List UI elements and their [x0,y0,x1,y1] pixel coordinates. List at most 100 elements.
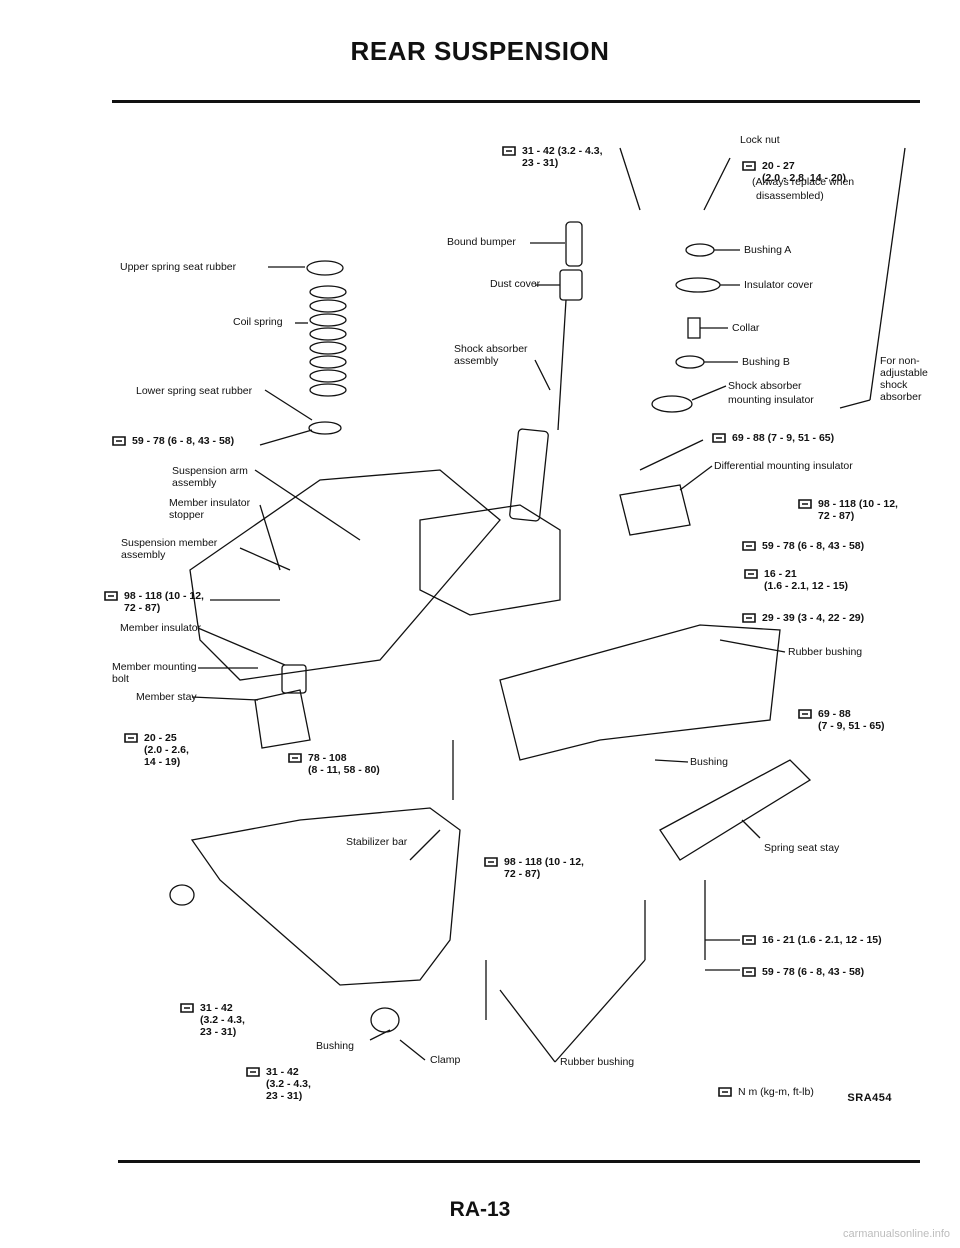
torque-16-bottom: 16 - 21 (1.6 - 2.1, 12 - 15) [742,934,882,947]
wrench-icon [798,709,812,719]
label-shock-absorber-1: Shock absorber [454,343,528,355]
label-lower-spring-seat-rubber: Lower spring seat rubber [136,385,253,397]
top-rule [112,100,920,103]
label-insulator-cover: Insulator cover [744,279,813,291]
torque-78: 78 - 108 (8 - 11, 58 - 80) [288,752,380,776]
insulator-cover-part [675,277,721,293]
label-rubber-bushing-bottom: Rubber bushing [560,1056,635,1068]
wrench-icon [112,436,126,446]
wrench-icon [180,1003,194,1013]
label-suspension-arm-2: assembly [172,477,217,489]
collar-part [687,317,701,339]
label-suspension-member-1: Suspension member [121,537,218,549]
differential-insulator-part [619,484,691,536]
shock-body-part [509,428,549,522]
label-non-adjustable-3: shock [880,379,908,391]
wrench-icon [712,433,726,443]
torque-lock-nut: 20 - 27 (2.0 - 2.8, 14 - 20) [742,160,846,184]
label-suspension-member-2: assembly [121,549,166,561]
bushing-a-part [685,243,715,257]
label-shock-mount-insulator-1: Shock absorber [728,380,802,392]
wrench-icon [742,935,756,945]
left-clamp-part [169,884,195,906]
wrench-icon [484,857,498,867]
spring-seat-stay-part [659,759,812,861]
wrench-icon [742,541,756,551]
label-coil-spring: Coil spring [233,316,283,328]
label-member-insulator-stopper-1: Member insulator [169,497,251,509]
torque-98-left: 98 - 118 (10 - 12, 72 - 87) [104,590,204,614]
shock-rod-part [557,299,567,431]
torque-16-right: 16 - 21 (1.6 - 2.1, 12 - 15) [744,568,848,592]
bottom-clamp-part [370,1007,400,1033]
watermark: carmanualsonline.info [842,1228,950,1240]
bottom-rule [118,1160,920,1163]
label-member-stay: Member stay [136,691,197,703]
torque-98-bottom: 98 - 118 (10 - 12, 72 - 87) [484,856,584,880]
label-bushing-bottom: Bushing [316,1040,354,1052]
label-bound-bumper: Bound bumper [447,236,516,248]
wrench-icon [124,733,138,743]
torque-98-right: 98 - 118 (10 - 12, 72 - 87) [798,498,898,522]
wrench-icon [742,613,756,623]
page-title: REAR SUSPENSION [350,36,610,66]
label-dust-cover: Dust cover [490,278,541,290]
coil-spring-part [309,285,347,397]
label-non-adjustable-2: adjustable [880,367,928,379]
label-bushing-a: Bushing A [744,244,792,256]
member-insulator-part [281,664,307,694]
bushing-b-part [675,355,705,369]
torque-59-left: 59 - 78 (6 - 8, 43 - 58) [112,435,234,448]
wrench-icon [742,967,756,977]
lower-spring-seat-rubber-part [308,421,342,435]
member-stay-part [254,689,311,749]
suspension-member-part [189,469,501,681]
label-collar: Collar [732,322,760,334]
label-disassembled: disassembled) [756,190,824,202]
label-bushing-mid: Bushing [690,756,728,768]
label-rubber-bushing-top: Rubber bushing [788,646,863,658]
wrench-icon [246,1067,260,1077]
label-upper-spring-seat-rubber: Upper spring seat rubber [120,261,237,273]
wrench-icon [742,161,756,171]
label-clamp: Clamp [430,1054,461,1066]
label-spring-seat-stay: Spring seat stay [764,842,840,854]
label-shock-absorber-2: assembly [454,355,499,367]
torque-59-bottom: 59 - 78 (6 - 8, 43 - 58) [742,966,864,979]
wrench-icon [744,569,758,579]
torque-29-right: 29 - 39 (3 - 4, 22 - 29) [742,612,864,625]
torque-59-right: 59 - 78 (6 - 8, 43 - 58) [742,540,864,553]
label-member-mounting-bolt-1: Member mounting [112,661,197,673]
bound-bumper-part [565,221,583,267]
stabilizer-bar-part [190,807,461,986]
wrench-icon [798,499,812,509]
torque-31-bottom: 31 - 42 (3.2 - 4.3, 23 - 31) [246,1066,311,1102]
torque-20-left: 20 - 25 (2.0 - 2.6, 14 - 19) [124,732,189,768]
wrench-icon [288,753,302,763]
label-bushing-b: Bushing B [742,356,790,368]
torque-69-mid: 69 - 88 (7 - 9, 51 - 65) [712,432,834,445]
label-shock-mount-insulator-2: mounting insulator [728,394,814,406]
dust-cover-part [559,269,583,301]
diagram-code: SRA454 [847,1092,892,1104]
label-non-adjustable-4: absorber [880,391,922,403]
label-suspension-arm-1: Suspension arm [172,465,248,477]
differential-part [419,504,561,616]
torque-69-far: 69 - 88 (7 - 9, 51 - 65) [798,708,885,732]
label-stabilizer-bar: Stabilizer bar [346,836,408,848]
suspension-arm-part [499,624,781,761]
page-number: RA-13 [449,1198,511,1221]
label-non-adjustable-1: For non- [880,355,920,367]
wrench-icon [718,1087,732,1097]
torque-31-left: 31 - 42 (3.2 - 4.3, 23 - 31) [180,1002,245,1038]
shock-mount-insulator-part [651,395,693,413]
label-member-mounting-bolt-2: bolt [112,673,129,685]
label-lock-nut: Lock nut [740,134,780,146]
label-always-replace: (Always replace when [752,176,855,188]
label-member-insulator-stopper-2: stopper [169,509,205,521]
legend-units: N m (kg-m, ft-lb) [718,1086,814,1099]
upper-spring-seat-rubber-part [306,260,344,276]
wrench-icon [104,591,118,601]
torque-top: 31 - 42 (3.2 - 4.3, 23 - 31) [502,145,603,169]
